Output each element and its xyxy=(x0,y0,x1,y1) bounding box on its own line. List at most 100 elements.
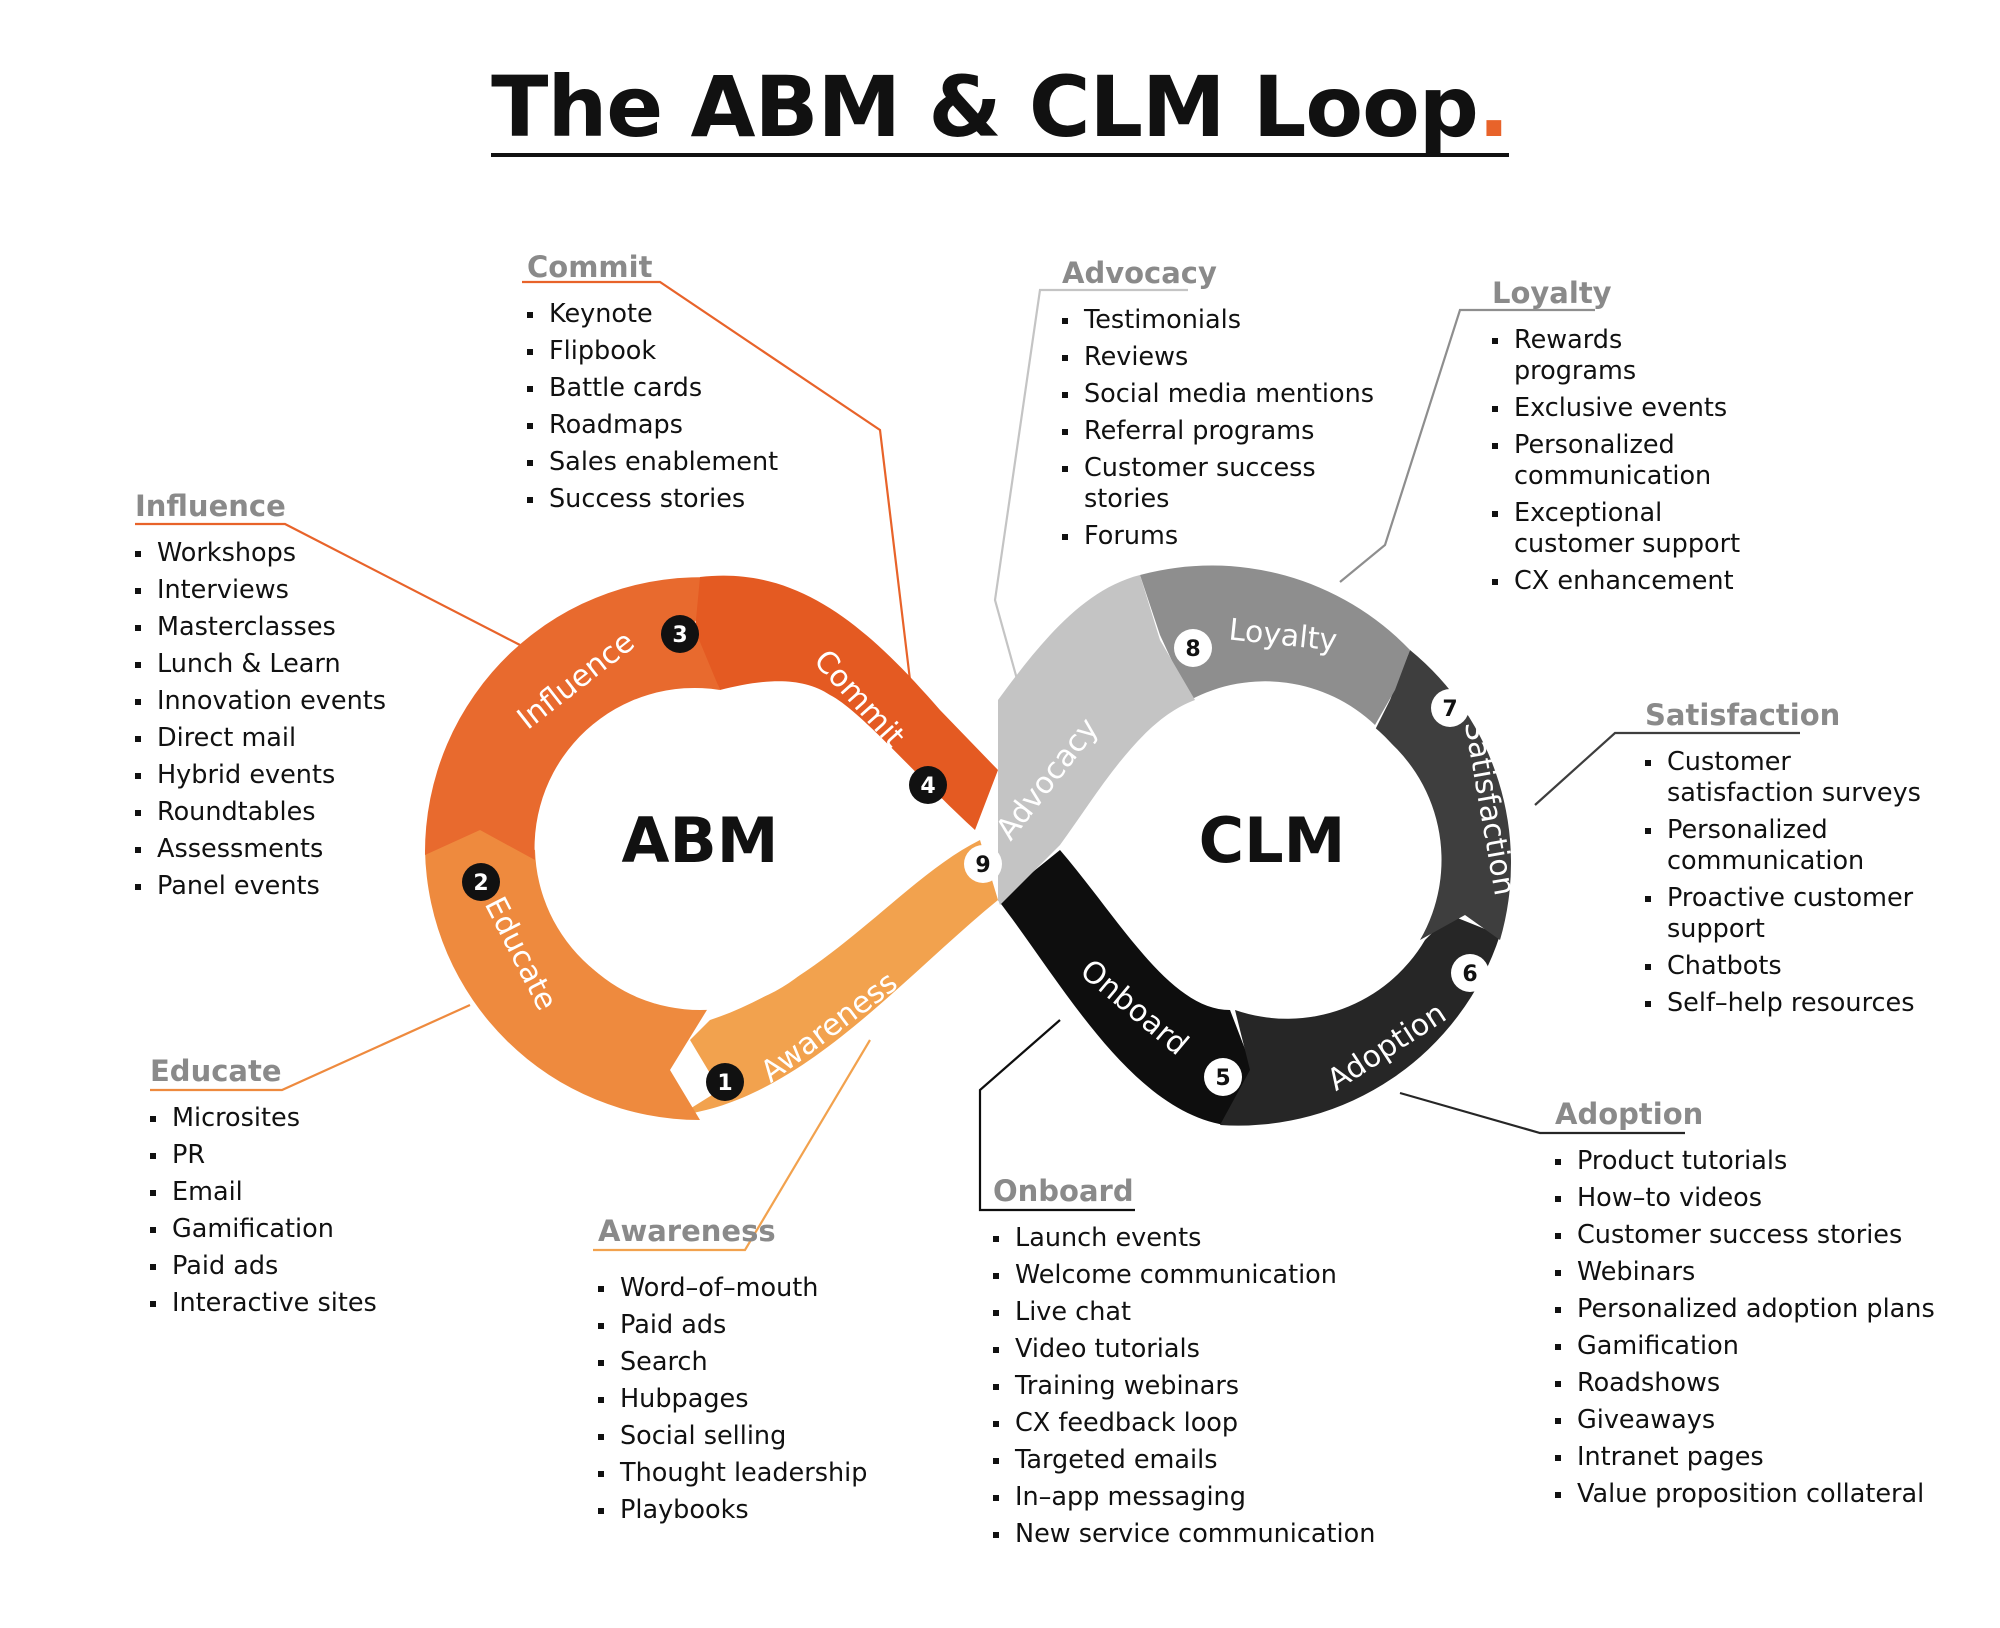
item-list: Testimonials Reviews Social media mentio… xyxy=(1062,305,1382,552)
leader-line-commit xyxy=(522,280,912,681)
list-item: Roundtables xyxy=(135,797,386,828)
block-influence: Influence Workshops Interviews Mastercla… xyxy=(135,488,386,908)
clm-center-label: CLM xyxy=(1199,804,1346,877)
list-item: Exceptional customer support xyxy=(1492,498,1752,560)
item-list: Rewards programs Exclusive events Person… xyxy=(1492,325,1752,597)
list-item: Personalized communication xyxy=(1492,430,1752,492)
list-item: Forums xyxy=(1062,521,1382,552)
block-commit: Commit Keynote Flipbook Battle cards Roa… xyxy=(527,249,778,521)
svg-text:6: 6 xyxy=(1462,962,1477,987)
list-item: PR xyxy=(150,1140,377,1171)
block-heading: Adoption xyxy=(1555,1097,1704,1131)
segment-satisfaction xyxy=(1375,650,1512,940)
leader-line-awareness xyxy=(593,1039,871,1252)
badge-1: 1 xyxy=(706,1063,744,1101)
svg-text:2: 2 xyxy=(473,871,488,896)
list-item: Interviews xyxy=(135,575,386,606)
block-awareness: Awareness Word–of–mouth Paid ads Search … xyxy=(598,1213,867,1532)
block-heading: Advocacy xyxy=(1062,256,1217,290)
list-item: Thought leadership xyxy=(598,1458,867,1489)
segment-advocacy xyxy=(998,575,1195,905)
badge-4: 4 xyxy=(909,766,947,804)
list-item: Rewards programs xyxy=(1492,325,1752,387)
list-item: Hybrid events xyxy=(135,760,386,791)
segment-commit xyxy=(695,575,998,830)
leader-line-onboard xyxy=(978,1019,1135,1212)
badge-8: 8 xyxy=(1174,629,1212,667)
block-heading: Commit xyxy=(527,250,653,284)
list-item: Customer satisfaction surveys xyxy=(1645,747,1935,809)
list-item: Sales enablement xyxy=(527,447,778,478)
badge-3: 3 xyxy=(661,615,699,653)
segment-awareness xyxy=(680,840,998,1115)
block-loyalty: Loyalty Rewards programs Exclusive event… xyxy=(1492,275,1752,603)
list-item: Intranet pages xyxy=(1555,1442,1935,1473)
list-item: In–app messaging xyxy=(993,1482,1375,1513)
segment-onboard xyxy=(998,850,1255,1125)
list-item: Customer success stories xyxy=(1555,1220,1935,1251)
block-onboard: Onboard Launch events Welcome communicat… xyxy=(993,1173,1375,1556)
list-item: Video tutorials xyxy=(993,1334,1375,1365)
abm-loop xyxy=(424,575,998,1120)
list-item: Email xyxy=(150,1177,377,1208)
list-item: Innovation events xyxy=(135,686,386,717)
title-dot: . xyxy=(1477,58,1510,156)
list-item: Assessments xyxy=(135,834,386,865)
list-item: Keynote xyxy=(527,299,778,330)
list-item: Success stories xyxy=(527,484,778,515)
list-item: Value proposition collateral xyxy=(1555,1479,1935,1510)
list-item: Personalized communication xyxy=(1645,815,1935,877)
list-item: Search xyxy=(598,1347,867,1378)
block-adoption: Adoption Product tutorials How–to videos… xyxy=(1555,1096,1935,1516)
list-item: Live chat xyxy=(993,1297,1375,1328)
leader-line-educate xyxy=(150,1003,471,1092)
segment-influence xyxy=(424,577,720,860)
badge-5: 5 xyxy=(1204,1058,1242,1096)
leader-lines xyxy=(135,280,1800,1252)
badge-7: 7 xyxy=(1431,689,1469,727)
list-item: Social media mentions xyxy=(1062,379,1382,410)
item-list: Workshops Interviews Masterclasses Lunch… xyxy=(135,538,386,902)
block-heading: Loyalty xyxy=(1492,276,1612,310)
list-item: CX enhancement xyxy=(1492,566,1752,597)
list-item: Paid ads xyxy=(598,1310,867,1341)
badge-9: 9 xyxy=(964,845,1002,883)
svg-text:4: 4 xyxy=(920,774,935,799)
list-item: Word–of–mouth xyxy=(598,1273,867,1304)
block-heading: Awareness xyxy=(598,1214,776,1248)
svg-text:8: 8 xyxy=(1185,637,1200,662)
list-item: Proactive customer support xyxy=(1645,883,1935,945)
segment-educate xyxy=(425,825,710,1120)
list-item: Battle cards xyxy=(527,373,778,404)
list-item: Social selling xyxy=(598,1421,867,1452)
list-item: Gamification xyxy=(1555,1331,1935,1362)
block-satisfaction: Satisfaction Customer satisfaction surve… xyxy=(1645,697,1935,1025)
list-item: Training webinars xyxy=(993,1371,1375,1402)
leader-line-satisfaction xyxy=(1534,731,1800,806)
list-item: Customer success stories xyxy=(1062,453,1324,515)
list-item: Lunch & Learn xyxy=(135,649,386,680)
item-list: Keynote Flipbook Battle cards Roadmaps S… xyxy=(527,299,778,515)
block-educate: Educate Microsites PR Email Gamification… xyxy=(150,1053,377,1325)
list-item: Targeted emails xyxy=(993,1445,1375,1476)
block-heading: Onboard xyxy=(993,1174,1134,1208)
list-item: How–to videos xyxy=(1555,1183,1935,1214)
leader-line-advocacy xyxy=(993,288,1188,709)
list-item: Personalized adoption plans xyxy=(1555,1294,1935,1325)
segment-loyalty xyxy=(1140,565,1410,725)
list-item: Panel events xyxy=(135,871,386,902)
svg-text:5: 5 xyxy=(1215,1066,1230,1091)
number-badges: 1 2 3 4 5 6 7 8 9 xyxy=(462,615,1489,1101)
list-item: Welcome communication xyxy=(993,1260,1375,1291)
list-item: Launch events xyxy=(993,1223,1375,1254)
leader-line-adoption xyxy=(1399,1091,1685,1135)
segment-adoption xyxy=(1220,915,1500,1126)
list-item: CX feedback loop xyxy=(993,1408,1375,1439)
list-item: Reviews xyxy=(1062,342,1382,373)
svg-text:3: 3 xyxy=(672,623,687,648)
item-list: Customer satisfaction surveys Personaliz… xyxy=(1645,747,1935,1019)
list-item: Flipbook xyxy=(527,336,778,367)
list-item: Playbooks xyxy=(598,1495,867,1526)
list-item: Giveaways xyxy=(1555,1405,1935,1436)
